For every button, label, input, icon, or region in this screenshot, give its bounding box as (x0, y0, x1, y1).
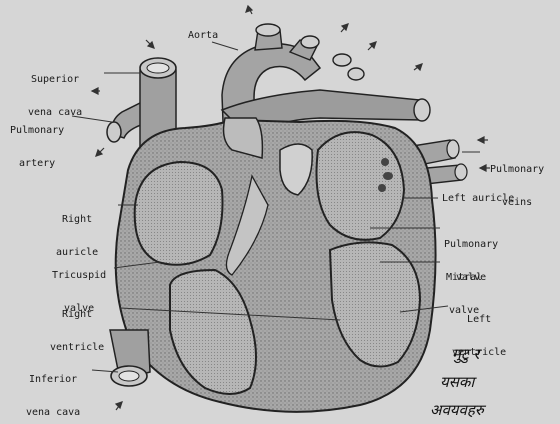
right-auricle-label-line-1: Right (56, 214, 98, 225)
right-ventricle-label-line-1: Right (50, 309, 104, 320)
caption-line-1: मुटु र (452, 344, 479, 364)
inferior-vena-cava-label-line-2: vena cava (26, 407, 80, 418)
inferior-vena-cava-label: Inferior vena cava (26, 352, 80, 424)
left-ventricle-label-line-1: Left (452, 314, 506, 325)
pulmonary-valve-label-line-1: Pulmonary (444, 239, 498, 250)
pulmonary-veins-label-line-1: Pulmonary (490, 164, 544, 175)
caption-line-3: अवयवहरु (430, 400, 484, 420)
caption-line-2: यसका (440, 372, 474, 392)
pulmonary-artery-label-line-1: Pulmonary (10, 125, 64, 136)
pulmonary-artery-label: Pulmonary artery (10, 103, 64, 191)
inferior-vena-cava-label-line-1: Inferior (26, 374, 80, 385)
right-auricle-chamber (135, 162, 223, 265)
superior-vena-cava-label-line-1: Superior (28, 74, 82, 85)
pulmonary-artery-label-line-2: artery (10, 158, 64, 169)
mitral-valve-label-line-1: Mitral (446, 272, 482, 283)
left-auricle-chamber (317, 132, 405, 240)
tricuspid-valve-label-line-1: Tricuspid (52, 270, 106, 281)
left-auricle-label: Left auricle (442, 193, 514, 204)
left-ventricle-label: Left ventricle (452, 292, 506, 380)
aorta-label: Aorta (188, 30, 218, 41)
